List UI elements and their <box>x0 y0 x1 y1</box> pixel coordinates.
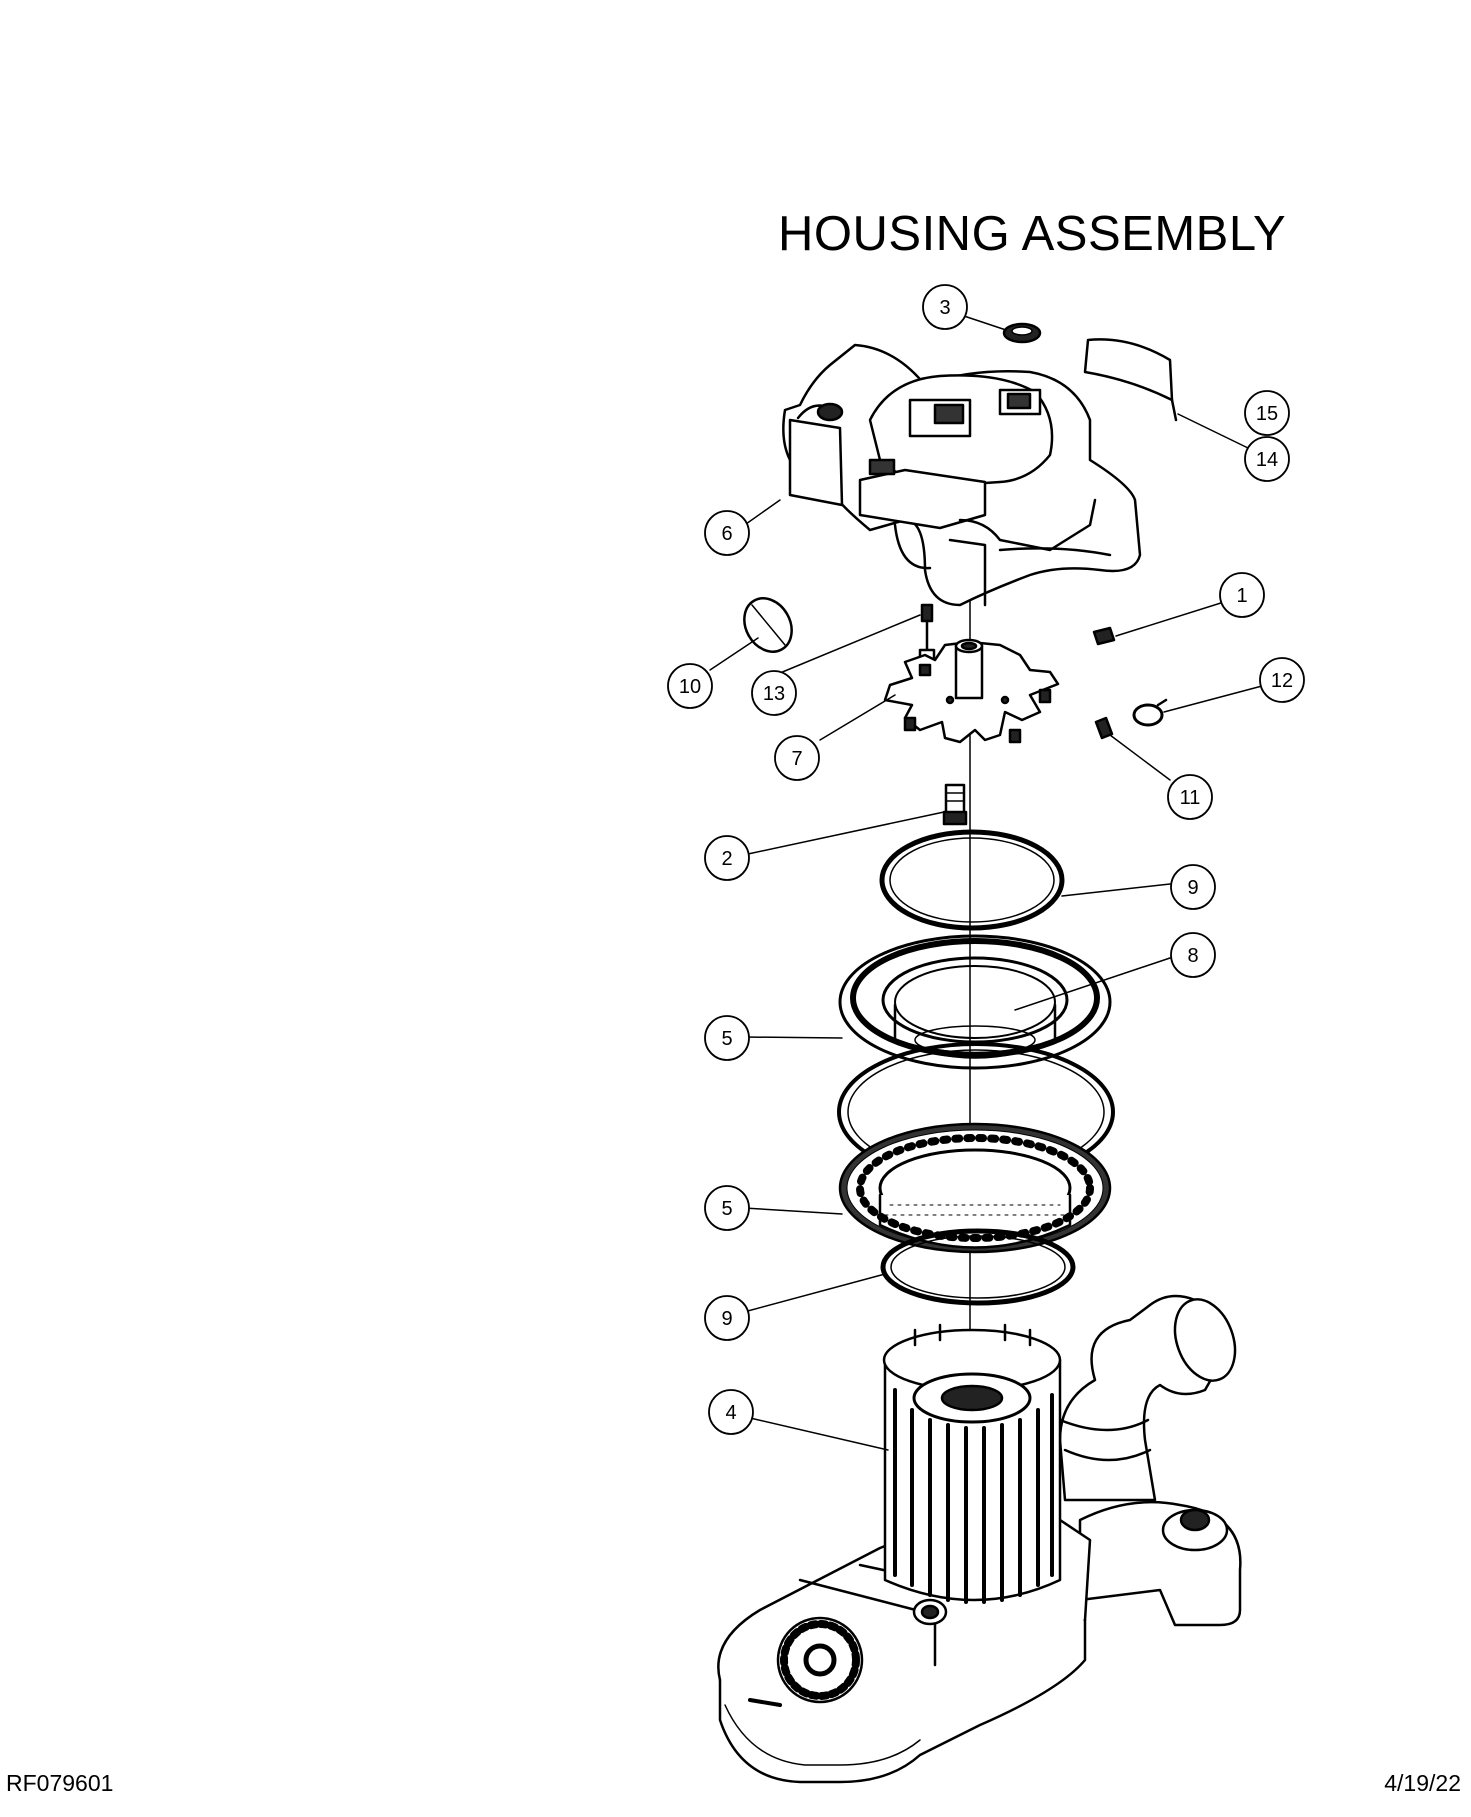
part-ring-clip-drawing <box>1132 698 1168 727</box>
svg-text:4: 4 <box>725 1402 736 1424</box>
svg-text:11: 11 <box>1180 787 1201 809</box>
callout-2: 2 <box>704 835 750 881</box>
callout-12: 12 <box>1259 657 1305 703</box>
leader-line-2 <box>747 811 945 855</box>
drawing-number: RF079601 <box>6 1770 114 1796</box>
part-housing-cover-drawing <box>782 343 1142 607</box>
svg-text:14: 14 <box>1256 449 1278 471</box>
diagram-title: HOUSING ASSEMBLY <box>778 207 1287 261</box>
svg-text:9: 9 <box>1187 877 1198 899</box>
callout-13: 13 <box>751 670 797 716</box>
callout-9-upper: 9 <box>1170 864 1216 910</box>
callout-6: 6 <box>704 510 750 556</box>
callout-3: 3 <box>922 284 968 330</box>
svg-text:6: 6 <box>721 523 732 545</box>
leader-line-6 <box>745 499 781 525</box>
callout-5-upper: 5 <box>704 1015 750 1061</box>
part-small-pin-drawing <box>1094 716 1114 740</box>
leader-line-7 <box>819 694 896 741</box>
leader-line-5b <box>743 1207 843 1215</box>
callout-5-lower: 5 <box>704 1185 750 1231</box>
callout-7: 7 <box>774 735 820 781</box>
part-upper-oring-drawing <box>879 829 1065 931</box>
leader-line-3 <box>963 315 1007 331</box>
svg-text:3: 3 <box>939 297 950 319</box>
leader-line-5a <box>743 1036 843 1039</box>
svg-text:9: 9 <box>721 1308 732 1330</box>
svg-text:8: 8 <box>1187 945 1198 967</box>
leader-line-15-14 <box>1177 413 1249 449</box>
leader-line-13 <box>779 614 921 674</box>
part-base-housing-drawing <box>717 1294 1242 1784</box>
leader-lines <box>709 315 1263 1451</box>
callout-4: 4 <box>708 1389 754 1435</box>
part-small-clip-drawing <box>1092 626 1116 646</box>
part-upper-ring-drawing <box>838 934 1112 1070</box>
part-small-screw-drawing <box>918 603 936 662</box>
leader-line-11 <box>1109 734 1171 781</box>
svg-text:5: 5 <box>721 1198 732 1220</box>
part-label-strip-drawing <box>1083 338 1178 422</box>
leader-line-4 <box>749 1417 889 1451</box>
callout-9-lower: 9 <box>704 1295 750 1341</box>
part-star-plate-drawing <box>883 638 1060 744</box>
callout-10: 10 <box>667 663 713 709</box>
leader-line-8 <box>1014 957 1171 1011</box>
callout-14: 14 <box>1244 436 1290 482</box>
svg-text:2: 2 <box>721 848 732 870</box>
part-cap-drawing <box>1002 322 1042 344</box>
leader-line-1 <box>1115 601 1225 637</box>
svg-text:10: 10 <box>679 676 701 698</box>
leader-line-12 <box>1163 685 1263 713</box>
callout-15: 15 <box>1244 390 1290 436</box>
svg-text:12: 12 <box>1271 670 1293 692</box>
callout-11: 11 <box>1167 774 1213 820</box>
leader-line-10 <box>709 637 759 671</box>
part-lower-oring-drawing <box>880 1228 1076 1306</box>
svg-text:13: 13 <box>763 683 785 705</box>
part-bolt-drawing <box>942 783 968 826</box>
callout-1: 1 <box>1219 572 1265 618</box>
svg-text:1: 1 <box>1236 585 1247 607</box>
leader-line-9b <box>743 1273 886 1313</box>
callout-8: 8 <box>1170 932 1216 978</box>
part-oval-seal-drawing <box>743 597 793 653</box>
svg-text:7: 7 <box>791 748 802 770</box>
svg-text:15: 15 <box>1256 403 1278 425</box>
drawing-date: 4/19/22 <box>1384 1770 1461 1796</box>
leader-line-9a <box>1061 883 1171 897</box>
svg-text:5: 5 <box>721 1028 732 1050</box>
